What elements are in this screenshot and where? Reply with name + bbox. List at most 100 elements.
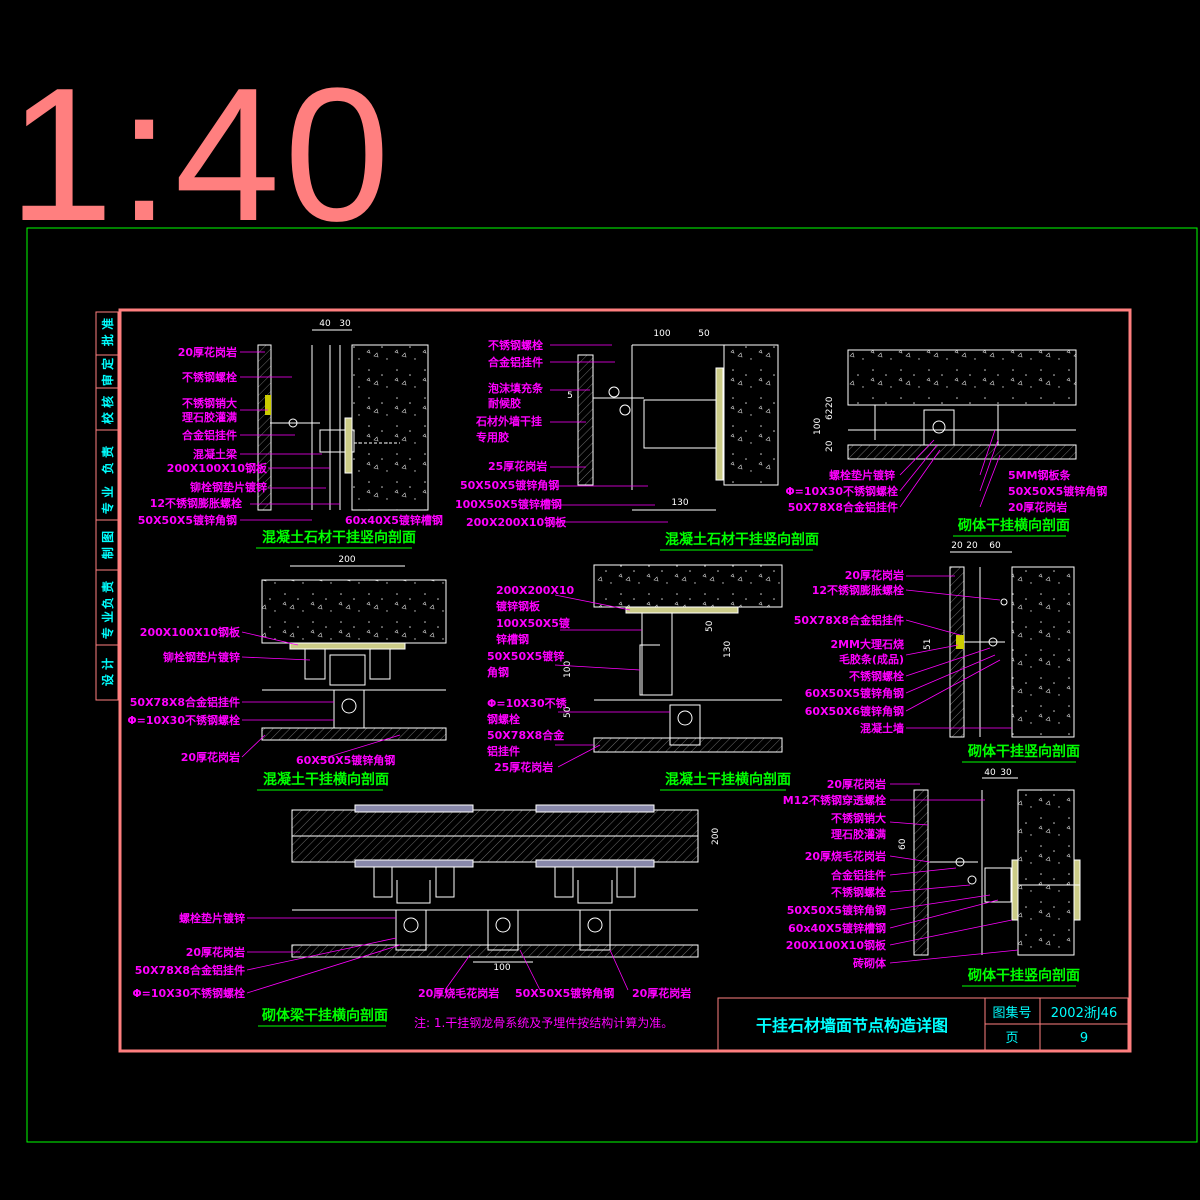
label: 50X50X5镀锌角钢 [1008, 484, 1107, 498]
dim: 200 [711, 828, 721, 845]
dim: 20 [825, 440, 835, 452]
label: 200X100X10钢板 [786, 938, 887, 952]
label: 100X50X5镀锌槽钢 [455, 497, 562, 511]
panel-title: 混凝土石材干挂竖向剖面 [665, 531, 819, 548]
label: 石材外墙干挂 [475, 414, 542, 428]
label: 50X50X5镀锌角钢 [515, 986, 614, 1000]
panel-title: 混凝土干挂横向剖面 [263, 771, 389, 788]
dim: 130 [671, 498, 688, 508]
label: 螺栓垫片镀锌 [829, 468, 895, 482]
outer-frame [26, 227, 1198, 1143]
label: 50X78X8合金 [487, 728, 565, 742]
label: 200X200X10钢板 [466, 515, 567, 529]
label: 50X78X8合金铝挂件 [130, 695, 240, 709]
label: 60x40X5镀锌槽钢 [788, 921, 886, 935]
stamp-7: 负 责 [100, 581, 115, 609]
label: 50X78X8合金铝挂件 [794, 613, 904, 627]
dim: 5 [567, 391, 573, 401]
dim: 62 [825, 409, 835, 420]
panel-4-detail: 200 [241, 555, 447, 761]
dim: 50 [705, 620, 715, 632]
panel-title: 混凝土干挂横向剖面 [665, 771, 791, 788]
page-label: 页 [1005, 1031, 1018, 1046]
drawing-title: 干挂石材墙面节点构造详图 [756, 1016, 948, 1035]
atlas-number: 2002浙J46 [1051, 1006, 1117, 1021]
label: 理石胶灌满 [831, 827, 886, 841]
stamp-1: 批 准 [100, 318, 115, 346]
dim: 100 [653, 329, 670, 339]
label: 2MM大理石烧 [830, 637, 904, 651]
label: 铆栓钢垫片镀锌 [190, 480, 267, 494]
dim: 30 [339, 319, 351, 329]
dim: 100 [813, 418, 823, 435]
panel-title: 砌体干挂竖向剖面 [967, 967, 1080, 984]
label: 100X50X5镀 [496, 616, 571, 630]
label: 20厚花岗岩 [178, 345, 237, 359]
label: Φ=10X30不锈钢螺栓 [785, 484, 898, 498]
label: 12不锈钢膨胀螺栓 [812, 583, 904, 597]
label: 20厚烧毛花岗岩 [805, 849, 886, 863]
label: 20厚花岗岩 [827, 777, 886, 791]
label: 60x40X5镀锌槽钢 [345, 513, 443, 527]
label: 螺栓垫片镀锌 [179, 911, 245, 925]
label: 12不锈钢膨胀螺栓 [150, 496, 242, 510]
panel-1-detail: 40 30 [240, 319, 429, 521]
dim: 60 [898, 838, 908, 850]
dim: 60 [989, 541, 1001, 551]
atlas-label: 图集号 [992, 1005, 1031, 1021]
panel-8-detail: 40 30 60 [889, 768, 1081, 964]
stamp-9: 设 计 [100, 658, 115, 686]
label: M12不锈钢穿透螺栓 [783, 793, 886, 807]
inner-frame [118, 308, 1132, 1053]
label: 泡沫填充条 [488, 381, 544, 395]
dim: 40 [319, 319, 331, 329]
label: 角钢 [487, 665, 509, 679]
panel-7-detail: 100 200 [246, 804, 721, 994]
label: 20厚花岗岩 [181, 750, 240, 764]
label: 200X100X10钢板 [140, 625, 241, 639]
stamp-8: 专 业 [100, 611, 115, 639]
scale-label: 1:40 [8, 49, 394, 261]
label: 合金铝挂件 [831, 868, 886, 882]
label: 20厚花岗岩 [632, 986, 691, 1000]
label: 5MM钢板条 [1008, 468, 1072, 482]
stamp-3: 校 核 [100, 396, 115, 424]
label: 60X50X5镀锌角钢 [296, 753, 395, 767]
label: 铝挂件 [487, 744, 520, 758]
label: 混凝土梁 [193, 447, 238, 461]
dim: 30 [1000, 768, 1012, 778]
label: 砖砌体 [853, 956, 887, 970]
label: 不锈钢销大 [831, 811, 886, 825]
general-note: 注: 1.干挂钢龙骨系统及予埋件按结构计算为准。 [414, 1015, 673, 1030]
label: 钢螺栓 [487, 712, 520, 726]
label: 专用胶 [476, 430, 509, 444]
label: 不锈钢螺栓 [488, 338, 543, 352]
side-stamp-strip: 批 准 审 定 校 核 负 责 专 业 制 图 负 责 专 业 设 计 [95, 311, 119, 701]
panel-3-detail: 100 62 20 20 [813, 349, 1077, 508]
label: 50X50X5镀锌 [487, 649, 564, 663]
stamp-4: 负 责 [100, 446, 115, 474]
label: 20厚烧毛花岗岩 [418, 986, 499, 1000]
label: 50X50X5镀锌角钢 [787, 903, 886, 917]
dim: 20 [966, 541, 978, 551]
stamp-6: 制 图 [100, 531, 115, 559]
label: 合金铝挂件 [488, 355, 543, 369]
dim: 100 [563, 661, 573, 678]
panel-title: 混凝土石材干挂竖向剖面 [262, 529, 416, 546]
label: 理石胶灌满 [182, 410, 237, 424]
label: 耐候胶 [488, 396, 521, 410]
dim: 20 [825, 396, 835, 408]
dim: 130 [723, 641, 733, 658]
label: 锌槽钢 [496, 632, 529, 646]
label: 20厚花岗岩 [845, 568, 904, 582]
label: 不锈钢螺栓 [182, 370, 237, 384]
label: 20厚花岗岩 [1008, 500, 1067, 514]
label: 20厚花岗岩 [186, 945, 245, 959]
label: 60X50X6镀锌角钢 [805, 704, 904, 718]
dim: 40 [984, 768, 996, 778]
label: Φ=10X30不锈钢螺栓 [127, 713, 240, 727]
dim: 20 [951, 541, 963, 551]
label: 50X78X8合金铝挂件 [135, 963, 245, 977]
label: 50X50X5镀锌角钢 [460, 478, 559, 492]
